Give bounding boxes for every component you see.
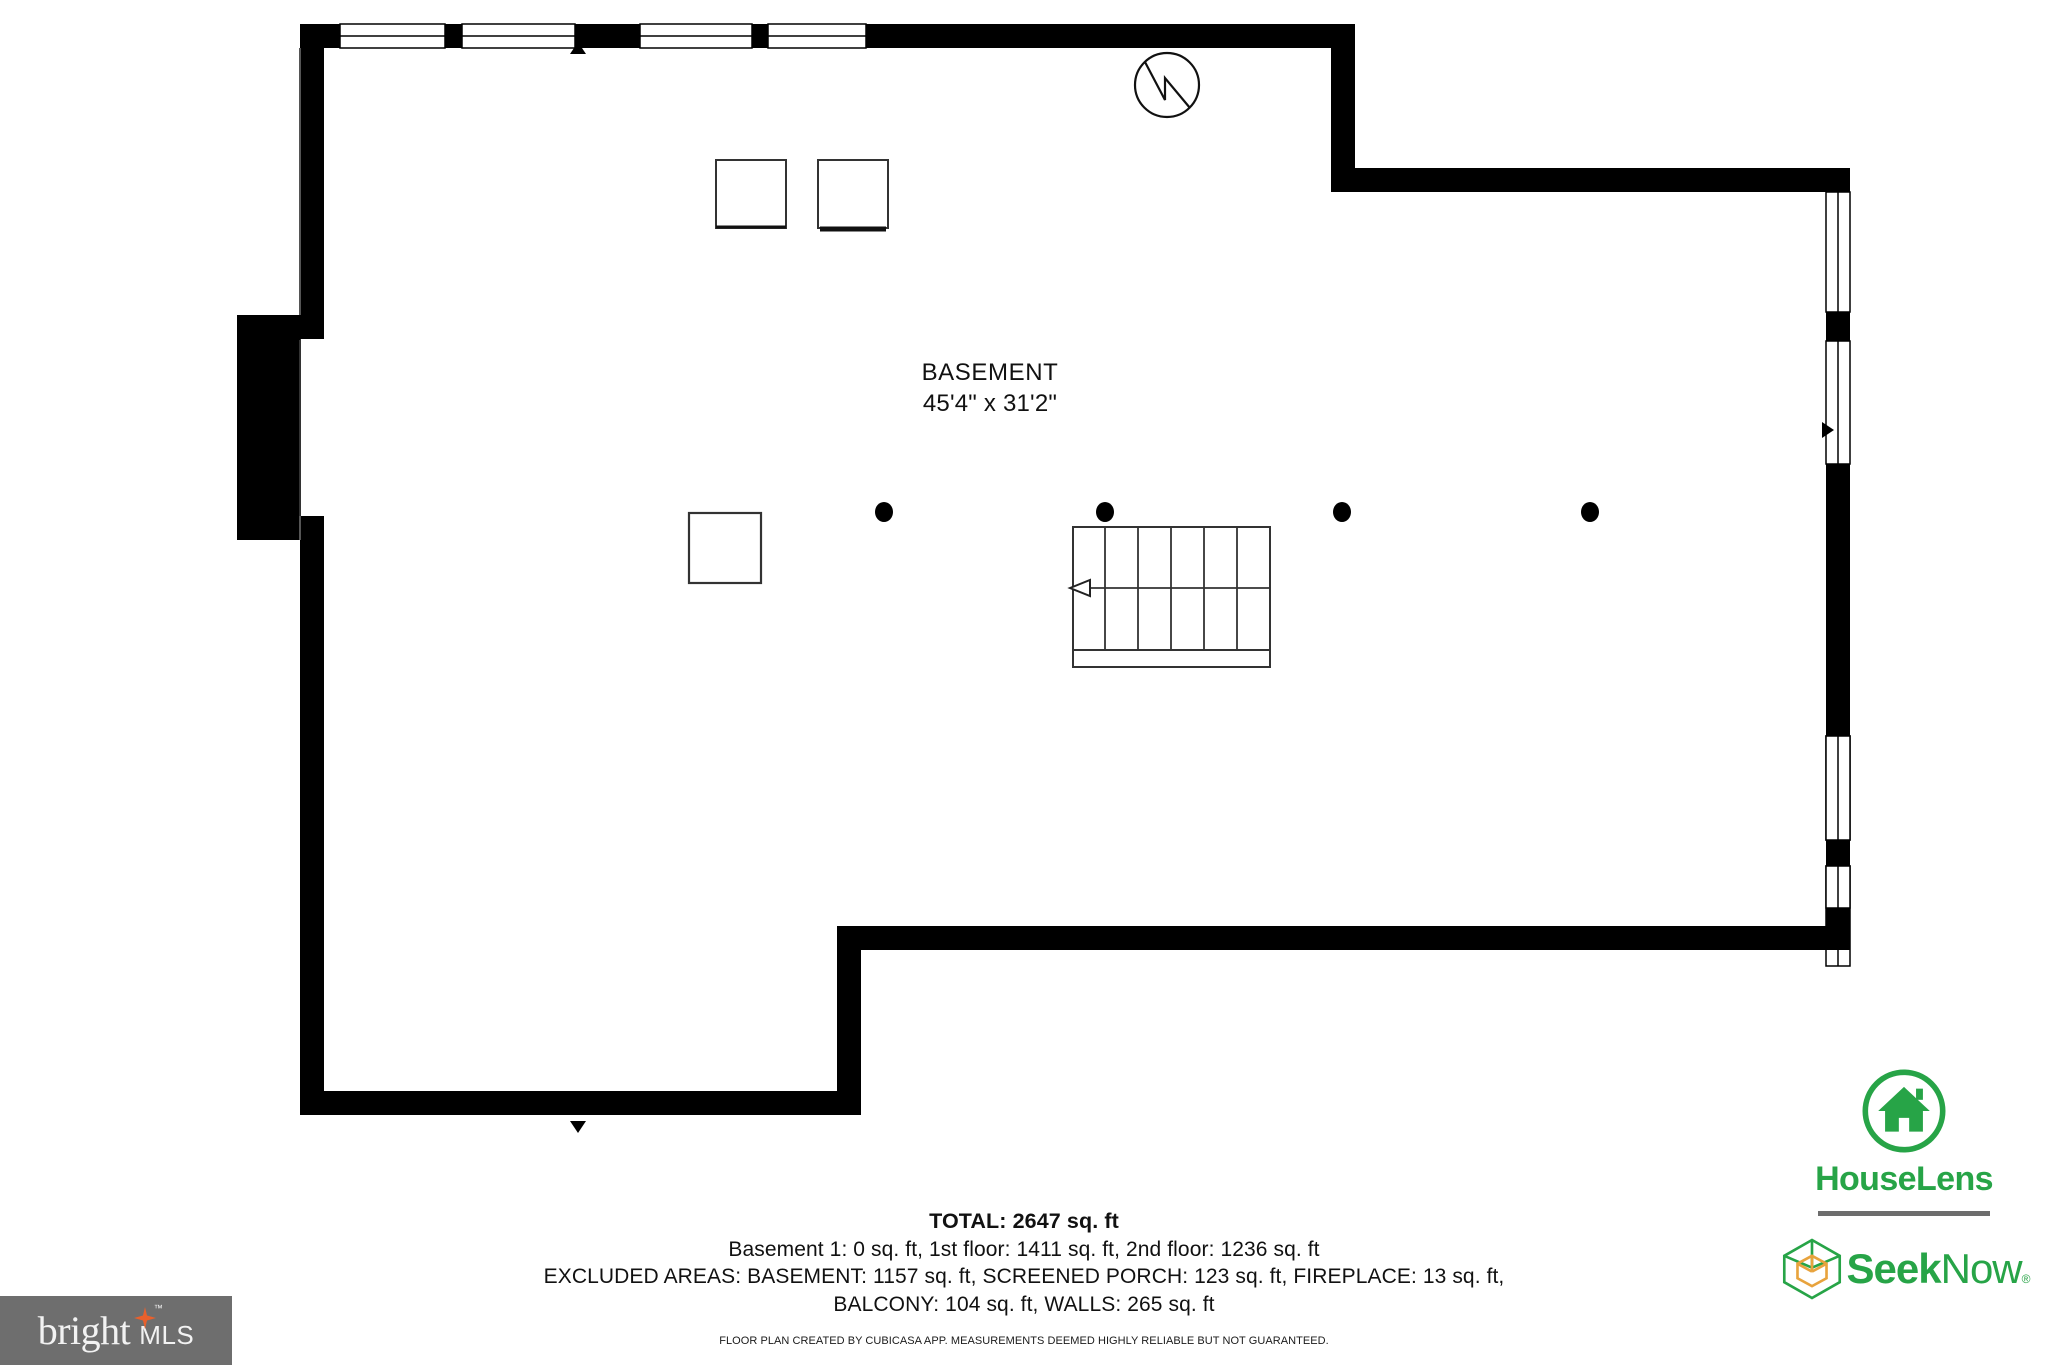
registered-symbol: ® — [2021, 1272, 2031, 1286]
area-summary-footer: TOTAL: 2647 sq. ft Basement 1: 0 sq. ft,… — [0, 1208, 2048, 1347]
houselens-house-in-circle-icon — [1862, 1069, 1946, 1153]
brand-divider — [1818, 1211, 1990, 1216]
spark-icon — [133, 1306, 156, 1329]
seeknow-wordmark: SeekNow® — [1846, 1245, 2031, 1292]
electrical-panel-icon — [1133, 51, 1201, 119]
bright-text: bright — [37, 1307, 131, 1353]
total-area-line: TOTAL: 2647 sq. ft — [929, 1209, 1119, 1233]
window-top-1 — [339, 23, 446, 49]
window-right-1 — [1825, 191, 1851, 313]
seeknow-logo: SeekNow® — [1779, 1236, 2030, 1302]
stair-direction-arrow — [1067, 578, 1091, 598]
floor-breakdown-line: Basement 1: 0 sq. ft, 1st floor: 1411 sq… — [728, 1237, 1320, 1261]
bright-mls-wordmark: bright ™ MLS — [37, 1303, 195, 1353]
staircase-icon — [1067, 526, 1271, 668]
now-text: Now — [1940, 1245, 2023, 1292]
window-group-right-wall — [1825, 168, 1851, 967]
window-top-4 — [767, 23, 867, 49]
mls-text: MLS — [139, 1319, 195, 1350]
direction-marker-group — [246, 42, 1834, 1133]
furnace-unit-icon — [715, 159, 787, 229]
interior-wall-lines — [261, 48, 301, 540]
room-dimensions: 45'4" x 31'2" — [922, 389, 1058, 417]
excluded-areas-line-1: EXCLUDED AREAS: BASEMENT: 1157 sq. ft, S… — [543, 1265, 1505, 1289]
room-label-basement: BASEMENT 45'4" x 31'2" — [870, 358, 1110, 419]
exterior-walls — [237, 24, 1850, 1115]
room-name: BASEMENT — [921, 359, 1059, 386]
equipment-group — [687, 159, 889, 585]
window-top-3 — [639, 23, 753, 49]
window-top-2 — [461, 23, 576, 49]
bright-mls-logo: bright ™ MLS — [0, 1296, 232, 1365]
marker-bottom-icon — [570, 1121, 586, 1133]
seek-text: Seek — [1846, 1245, 1942, 1292]
support-column-group — [875, 502, 1599, 522]
disclaimer-text: FLOOR PLAN CREATED BY CUBICASA APP. MEAS… — [719, 1334, 1329, 1347]
excluded-areas-line-2: BALCONY: 104 sq. ft, WALLS: 265 sq. ft — [833, 1292, 1215, 1316]
marker-left-icon — [246, 424, 258, 440]
branding-block: HouseLens SeekNow® — [1760, 1068, 2048, 1365]
wall-thickening-bottom — [963, 926, 1138, 950]
utility-unit-icon — [687, 511, 763, 585]
window-right-2 — [1825, 340, 1851, 465]
marker-right-icon — [1822, 422, 1834, 438]
window-group-top-wall — [339, 23, 867, 49]
seeknow-cube-icon — [1782, 1238, 1841, 1300]
trademark-symbol: ™ — [153, 1302, 163, 1313]
water-heater-unit-icon — [817, 159, 889, 232]
north-marker-top-icon — [570, 42, 586, 54]
houselens-wordmark: HouseLens — [1815, 1160, 1993, 1198]
